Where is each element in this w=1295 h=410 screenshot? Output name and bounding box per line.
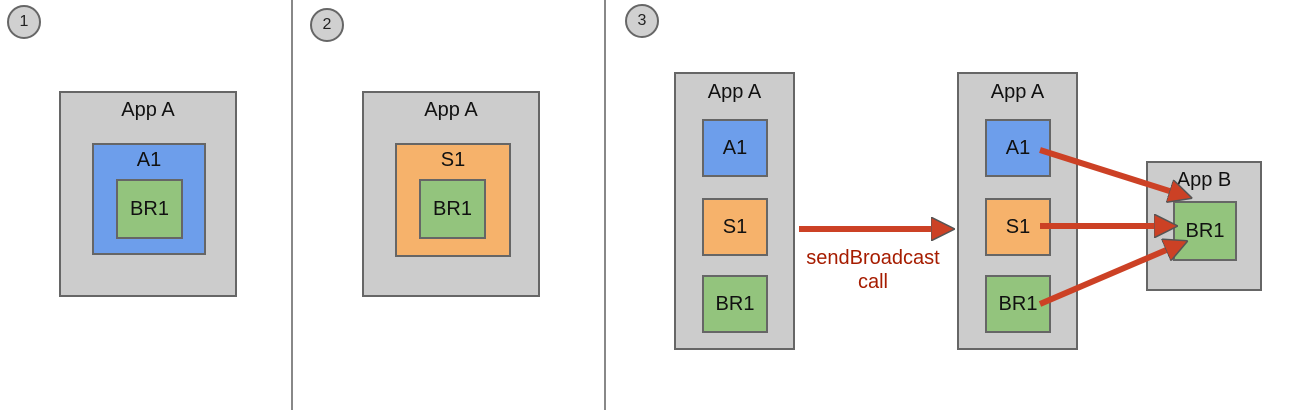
a1-to-br1-arrow	[1039, 147, 1182, 195]
activity-a1-label: A1	[722, 136, 748, 159]
caption-line-1: sendBroadcast	[806, 247, 940, 269]
receiver-br1-box: BR1	[419, 179, 486, 239]
br1-to-br1-arrow	[1038, 245, 1178, 307]
receiver-br1-label: BR1	[433, 197, 472, 220]
panel-number-badge-3: 3	[625, 4, 659, 38]
service-s1-label: S1	[440, 149, 466, 171]
receiver-br1-box: BR1	[702, 275, 768, 333]
broadcasting-app-a-box: App A A1 S1 BR1	[957, 72, 1078, 350]
panel-divider-1	[291, 0, 293, 410]
activity-a1-label: A1	[136, 149, 162, 171]
service-s1-label: S1	[1005, 215, 1031, 238]
caption-line-2: call	[857, 271, 888, 293]
sender-app-a-box: App A A1 S1 BR1	[674, 72, 795, 350]
panel-number-badge-1: 1	[7, 5, 41, 39]
panel-divider-2	[604, 0, 606, 410]
activity-a1-label: A1	[1005, 136, 1031, 159]
app-a-label: App A	[990, 81, 1045, 103]
receiver-br1-label: BR1	[1185, 219, 1225, 242]
app-a-box: App A S1 BR1	[362, 91, 540, 297]
receiver-br1-label: BR1	[130, 197, 169, 220]
receiver-br1-label: BR1	[715, 292, 755, 315]
receiver-br1-box: BR1	[116, 179, 183, 239]
app-a-label: App A	[121, 99, 175, 121]
app-a-label: App A	[424, 99, 478, 121]
activity-a1-box: A1	[702, 119, 768, 177]
app-a-label: App A	[707, 81, 762, 103]
app-a-box: App A A1 BR1	[59, 91, 237, 297]
panel-number-badge-2: 2	[310, 8, 344, 42]
activity-a1-box: A1	[985, 119, 1051, 177]
service-s1-label: S1	[722, 215, 748, 238]
receiver-br1-label: BR1	[998, 292, 1038, 315]
send-broadcast-caption: sendBroadcast call	[797, 246, 949, 294]
service-s1-box: S1	[702, 198, 768, 256]
